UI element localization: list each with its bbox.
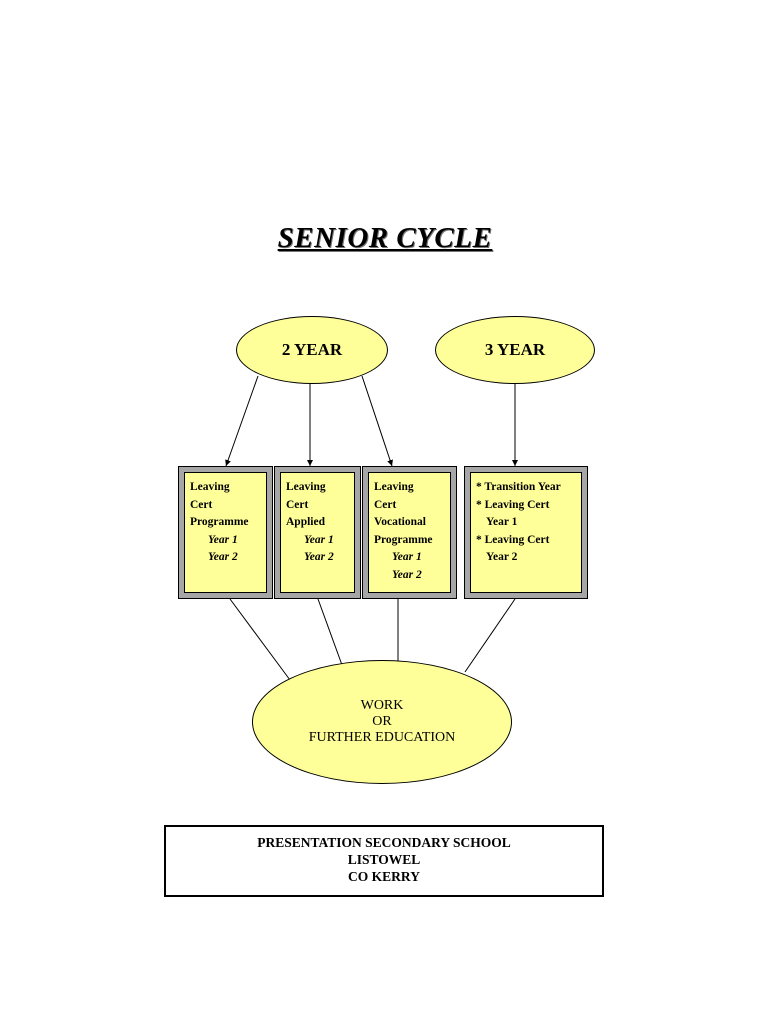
three-year-programme-box: * Transition Year * Leaving Cert Year 1 …: [464, 466, 588, 599]
box-line: Year 2: [304, 551, 334, 563]
arrow-2year-lcp: [225, 375, 259, 467]
three-year-label: 3 YEAR: [484, 340, 546, 359]
box-line: * Leaving Cert: [476, 533, 550, 546]
box-line: Applied: [286, 516, 325, 528]
school-town: LISTOWEL: [347, 852, 421, 867]
box-line: Programme: [374, 533, 433, 546]
box-line: Year 1: [392, 551, 422, 563]
box-line: Year 2: [208, 551, 238, 563]
line-lca-work: [317, 598, 343, 666]
box-line: Vocational: [374, 516, 426, 528]
box-line: * Leaving Cert: [476, 498, 550, 511]
box-line: Programme: [190, 516, 249, 528]
work-label: WORK: [360, 698, 404, 713]
further-education-label: FURTHER EDUCATION: [308, 730, 456, 745]
box-line: Leaving: [286, 481, 326, 493]
box-line: Cert: [286, 498, 309, 511]
page-title: SENIOR CYCLE: [277, 222, 493, 254]
box-line: Leaving: [374, 481, 414, 493]
box-line: Year 1: [486, 516, 518, 528]
box-line: Year 1: [304, 533, 334, 546]
line-lcp-work: [229, 598, 291, 681]
box-line: Year 2: [486, 551, 518, 563]
three-year-ellipse: 3 YEAR: [435, 316, 595, 384]
box-line: Cert: [190, 498, 213, 511]
two-year-ellipse: 2 YEAR: [236, 316, 388, 384]
box-line: Year 1: [208, 533, 238, 546]
box-line: Cert: [374, 498, 397, 511]
box-line: * Transition Year: [476, 481, 561, 493]
leaving-cert-vocational-box: Leaving Cert Vocational Programme Year 1…: [362, 466, 457, 599]
or-label: OR: [372, 714, 392, 729]
two-year-label: 2 YEAR: [281, 340, 343, 359]
school-name: PRESENTATION SECONDARY SCHOOL: [257, 835, 511, 850]
school-address-box: PRESENTATION SECONDARY SCHOOL LISTOWEL C…: [164, 825, 604, 897]
leaving-cert-applied-box: Leaving Cert Applied Year 1 Year 2: [274, 466, 361, 599]
school-county: CO KERRY: [348, 869, 420, 884]
work-or-education-ellipse: WORK OR FURTHER EDUCATION: [252, 660, 512, 784]
arrow-2year-lcvp: [361, 375, 393, 467]
line-3year-work: [464, 598, 516, 673]
box-line: Leaving: [190, 481, 230, 493]
leaving-cert-programme-box: Leaving Cert Programme Year 1 Year 2: [178, 466, 273, 599]
box-line: Year 2: [392, 568, 422, 581]
